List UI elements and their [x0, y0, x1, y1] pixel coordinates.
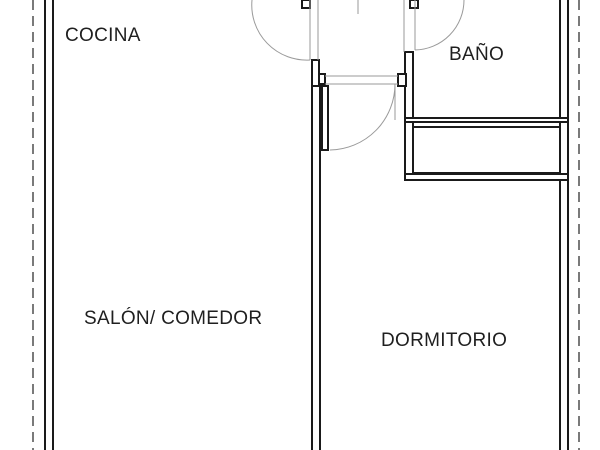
- closet: [412, 126, 561, 174]
- exterior-wall-left: [44, 0, 54, 450]
- partition-wall-living-bedroom: [311, 85, 321, 450]
- bathroom-wall-stub: [397, 73, 407, 87]
- room-label-kitchen: COCINA: [65, 25, 141, 46]
- closet-wall-bottom: [404, 173, 569, 181]
- entry-door-swing: [251, 0, 311, 61]
- hallway-wall-left: [311, 59, 320, 87]
- hallway-wall-left-cap: [318, 73, 326, 85]
- bedroom-door-swing: [329, 83, 396, 151]
- exterior-wall-right: [559, 0, 569, 450]
- closet-wall-left: [404, 121, 414, 181]
- entry-wall-segment: [301, 0, 311, 9]
- room-label-bathroom: BAÑO: [449, 43, 504, 65]
- room-label-bedroom: DORMITORIO: [381, 330, 507, 351]
- entry-wall-segment-right: [409, 0, 419, 9]
- room-label-living: SALÓN/ COMEDOR: [84, 307, 262, 329]
- bathroom-wall-bottom: [404, 117, 569, 123]
- bedroom-door-jamb: [321, 85, 329, 151]
- bathroom-door-swing: [414, 0, 465, 51]
